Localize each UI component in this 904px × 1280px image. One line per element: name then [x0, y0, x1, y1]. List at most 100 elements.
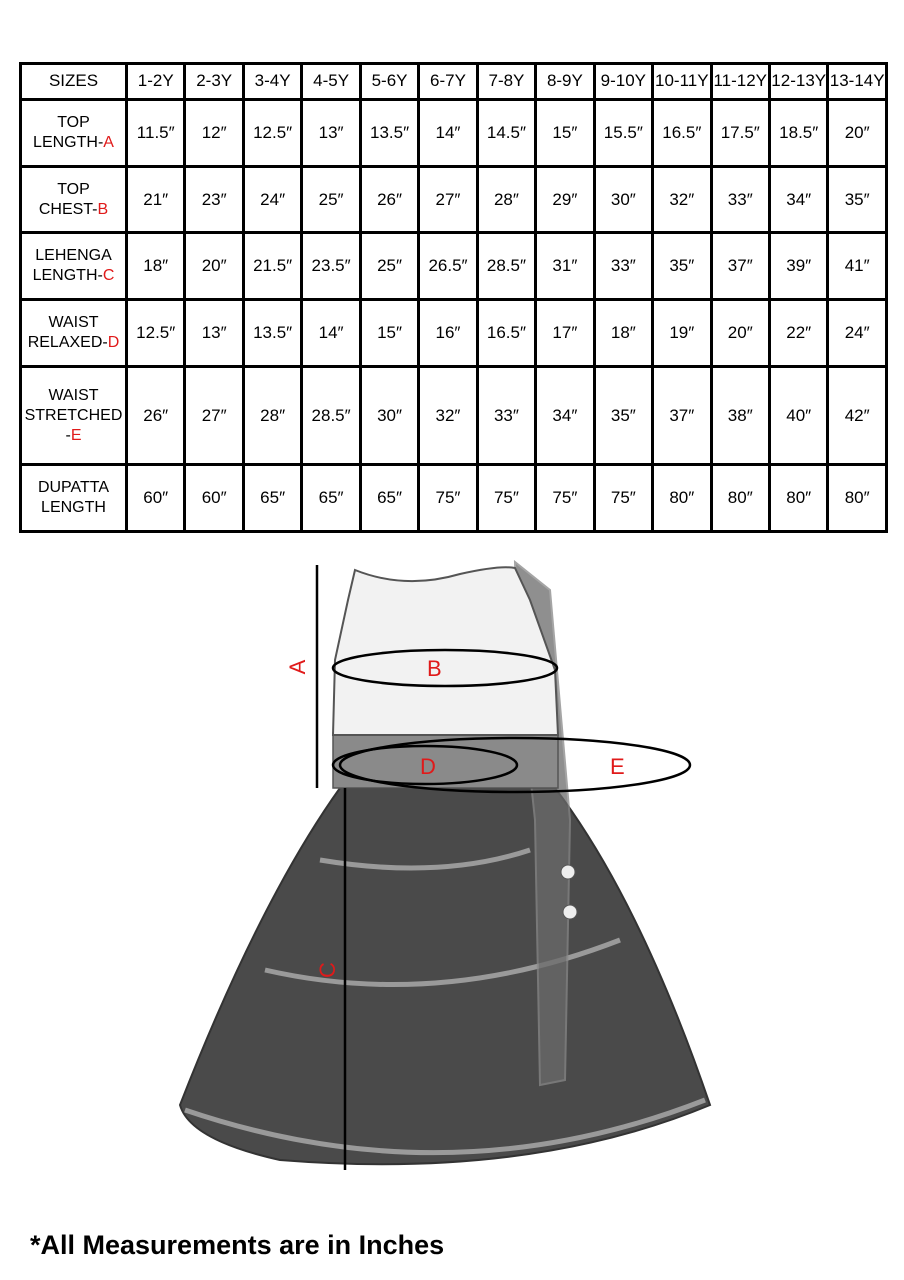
measurement-cell: 25″: [358, 231, 421, 302]
measurement-cell: 42″: [826, 365, 888, 467]
marker-a: A: [285, 659, 310, 674]
measurement-cell: 13.5″: [358, 97, 421, 168]
measurement-cell: 26″: [358, 164, 421, 235]
measurement-cell: 35″: [592, 365, 655, 467]
measurement-cell: 37″: [709, 231, 771, 302]
measurement-cell: 28.5″: [300, 365, 362, 467]
row-label-line: LENGTH-: [32, 267, 103, 285]
lehenga-illustration: A B D E C: [178, 560, 712, 1170]
measurement-cell: 11.5″: [124, 97, 187, 168]
row-label: WAIST STRETCHED -E: [19, 365, 128, 467]
size-header: 13-14Y: [826, 62, 888, 101]
measurement-cell: 13″: [300, 97, 362, 168]
measurement-cell: 29″: [534, 164, 596, 235]
measurement-cell: 15.5″: [592, 97, 655, 168]
size-header: 6-7Y: [417, 62, 479, 101]
size-header: 7-8Y: [475, 62, 538, 101]
row-label-line: TOP: [57, 180, 90, 198]
measurement-cell: 18.5″: [767, 97, 830, 168]
measure-ellipse-e: [338, 736, 692, 794]
marker-d: D: [420, 754, 436, 779]
measurement-cell: 26.5″: [417, 231, 479, 302]
measurement-cell: 30″: [358, 365, 421, 467]
measurement-cell: 23″: [183, 164, 245, 235]
size-header: 8-9Y: [534, 62, 596, 101]
measurement-cell: 33″: [475, 365, 538, 467]
skirt-tier-trim: [264, 937, 621, 988]
size-header: 12-13Y: [767, 62, 830, 101]
row-label-line: DUPATTA: [37, 479, 110, 497]
measurement-cell: 21.5″: [241, 231, 304, 302]
waistband: [332, 732, 559, 789]
measurement-cell: 19″: [651, 298, 713, 369]
measurement-cell: 38″: [709, 365, 771, 467]
marker-c: C: [315, 962, 340, 978]
measure-ellipse-b: [331, 648, 559, 688]
measurement-cell: 20″: [709, 298, 771, 369]
measurement-cell: 65″: [300, 463, 362, 533]
measurement-cell: 75″: [592, 463, 655, 533]
measurement-cell: 65″: [241, 463, 304, 533]
measurement-cell: 80″: [826, 463, 888, 533]
marker-b: B: [427, 656, 442, 681]
measurement-note: *All Measurements are in Inches: [30, 1230, 445, 1260]
measurement-cell: 15″: [358, 298, 421, 369]
skirt-shape: [178, 787, 712, 1166]
measure-letter: D: [107, 334, 120, 352]
skirt-tier-trim: [319, 847, 531, 871]
measurement-cell: 28″: [475, 164, 538, 235]
measurement-cell: 80″: [709, 463, 771, 533]
measurement-cell: 12.5″: [124, 298, 187, 369]
row-label-line: WAIST: [48, 386, 99, 404]
measure-letter: A: [103, 133, 114, 151]
sizes-header: SIZES: [19, 62, 128, 101]
measurement-cell: 33″: [709, 164, 771, 235]
measurement-cell: 17.5″: [709, 97, 771, 168]
measurement-cell: 14.5″: [475, 97, 538, 168]
size-header: 10-11Y: [651, 62, 713, 101]
size-header: 2-3Y: [183, 62, 245, 101]
row-label-line: LENGTH-: [33, 133, 104, 151]
measurement-cell: 17″: [534, 298, 596, 369]
row-label-line: STRETCHED: [24, 406, 123, 424]
row-label-line: -: [65, 426, 71, 444]
measurement-cell: 14″: [300, 298, 362, 369]
measurement-cell: 30″: [592, 164, 655, 235]
measurement-cell: 33″: [592, 231, 655, 302]
measurement-cell: 18″: [124, 231, 187, 302]
measurement-cell: 75″: [534, 463, 596, 533]
measurement-cell: 28.5″: [475, 231, 538, 302]
measurement-cell: 41″: [826, 231, 888, 302]
measurement-cell: 31″: [534, 231, 596, 302]
size-header: 4-5Y: [300, 62, 362, 101]
measurement-cell: 16″: [417, 298, 479, 369]
measurement-cell: 24″: [241, 164, 304, 235]
measurement-cell: 13″: [183, 298, 245, 369]
row-label-line: LEHENGA: [35, 247, 112, 265]
row-label-line: WAIST: [48, 314, 99, 332]
measurement-cell: 80″: [651, 463, 713, 533]
measurement-cell: 28″: [241, 365, 304, 467]
size-header: 5-6Y: [358, 62, 421, 101]
measurement-cell: 23.5″: [300, 231, 362, 302]
measurement-cell: 12″: [183, 97, 245, 168]
measurement-cell: 60″: [124, 463, 187, 533]
measurement-cell: 34″: [534, 365, 596, 467]
measurement-cell: 27″: [417, 164, 479, 235]
measurement-cell: 22″: [767, 298, 830, 369]
measurement-cell: 35″: [826, 164, 888, 235]
measurement-cell: 26″: [124, 365, 187, 467]
measurement-cell: 75″: [475, 463, 538, 533]
measurement-cell: 13.5″: [241, 298, 304, 369]
measurement-cell: 37″: [651, 365, 713, 467]
measurement-cell: 18″: [592, 298, 655, 369]
size-header: 11-12Y: [709, 62, 771, 101]
measure-letter: E: [70, 426, 82, 444]
